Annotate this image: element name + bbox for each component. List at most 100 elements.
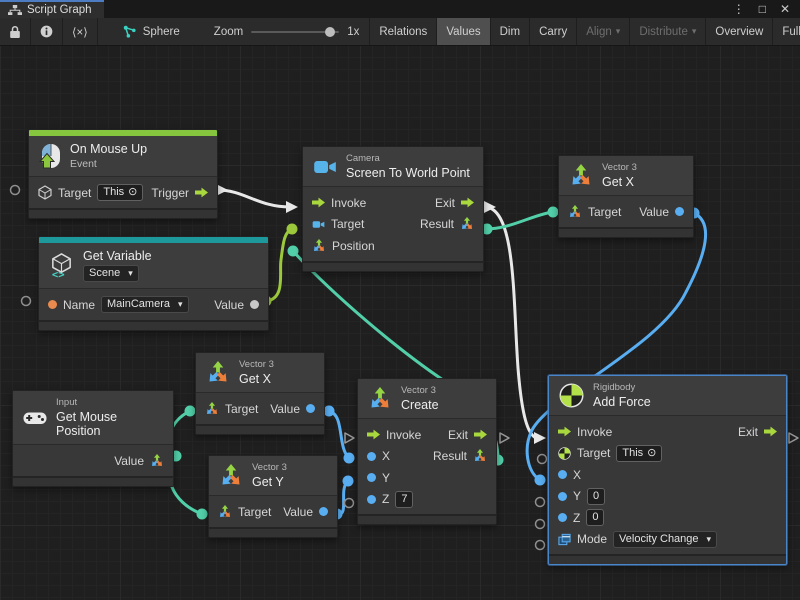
vector3-icon[interactable] bbox=[460, 217, 474, 231]
variable-strip bbox=[39, 237, 268, 243]
overview-button[interactable]: Overview bbox=[705, 18, 772, 45]
distribute-dropdown[interactable]: Distribute▾ bbox=[629, 18, 705, 45]
variable-name-dropdown[interactable]: MainCamera▾ bbox=[101, 296, 189, 314]
node-create-vector3[interactable]: Vector 3 Create Invoke Exit X Result Y Z… bbox=[357, 378, 497, 525]
align-dropdown[interactable]: Align▾ bbox=[576, 18, 629, 45]
x-label: X bbox=[573, 467, 582, 482]
x-port[interactable] bbox=[558, 470, 567, 480]
lock-icon bbox=[9, 25, 21, 39]
node-title: Create bbox=[401, 398, 439, 412]
result-label: Result bbox=[432, 449, 467, 464]
value-port[interactable] bbox=[306, 404, 315, 414]
maximize-icon[interactable]: □ bbox=[758, 2, 766, 16]
node-screen-to-world-point[interactable]: Camera Screen To World Point Invoke Exit… bbox=[302, 146, 484, 272]
distribute-label: Distribute bbox=[639, 25, 688, 38]
flow-arrow-icon[interactable] bbox=[474, 428, 487, 441]
z-port[interactable] bbox=[367, 494, 376, 504]
y-port[interactable] bbox=[367, 473, 376, 483]
name-label: Name bbox=[63, 297, 96, 312]
relations-label: Relations bbox=[379, 25, 428, 38]
node-get-y[interactable]: Vector 3 Get Y Target Value bbox=[208, 455, 338, 538]
x-port[interactable] bbox=[367, 451, 376, 461]
code-button[interactable]: ⟨×⟩ bbox=[63, 18, 98, 45]
vector3-icon[interactable] bbox=[312, 238, 326, 253]
flow-arrow-icon[interactable] bbox=[195, 186, 208, 199]
svg-text:<>: <> bbox=[52, 269, 65, 278]
vector3-icon[interactable] bbox=[568, 204, 582, 219]
zoom-label: Zoom bbox=[213, 25, 244, 38]
vector3-icon bbox=[219, 463, 243, 488]
zoom-slider[interactable] bbox=[251, 26, 340, 37]
node-get-mouse-position[interactable]: Input Get Mouse Position Value bbox=[12, 390, 174, 487]
z-port[interactable] bbox=[558, 513, 567, 523]
vector3-icon[interactable] bbox=[150, 453, 164, 468]
close-icon[interactable]: ✕ bbox=[779, 2, 790, 16]
node-add-force[interactable]: Rigidbody Add Force Invoke Exit Target T… bbox=[548, 375, 787, 565]
node-category: Vector 3 bbox=[239, 359, 274, 370]
event-strip bbox=[29, 130, 217, 136]
trigger-label: Trigger bbox=[151, 185, 189, 200]
target-label: Target bbox=[225, 401, 259, 416]
flow-arrow-icon[interactable] bbox=[367, 428, 380, 441]
z-value-field[interactable]: 0 bbox=[586, 509, 605, 527]
value-label: Value bbox=[639, 204, 669, 219]
position-label: Position bbox=[332, 238, 375, 253]
vector3-icon[interactable] bbox=[205, 401, 219, 416]
menu-icon[interactable]: ⋮ bbox=[732, 2, 745, 16]
chevron-down-icon: ▾ bbox=[706, 533, 712, 544]
object-picker-icon[interactable]: ⊙ bbox=[128, 186, 138, 199]
graph-object-button[interactable]: Sphere bbox=[98, 18, 192, 45]
carry-button[interactable]: Carry bbox=[529, 18, 576, 45]
full-screen-button[interactable]: Full Screen bbox=[772, 18, 800, 45]
node-footer bbox=[39, 319, 268, 330]
tab-script-graph[interactable]: Script Graph bbox=[0, 0, 104, 18]
name-port[interactable] bbox=[48, 300, 57, 310]
target-field[interactable]: This⊙ bbox=[97, 184, 144, 202]
node-footer bbox=[358, 514, 496, 524]
flow-arrow-icon[interactable] bbox=[558, 425, 571, 438]
node-footer bbox=[29, 207, 217, 218]
node-get-variable[interactable]: <> Get Variable Scene▾ Name MainCamera▾ … bbox=[38, 236, 269, 331]
z-value-field[interactable]: 7 bbox=[395, 490, 414, 508]
flow-arrow-icon[interactable] bbox=[312, 196, 325, 209]
z-label: Z bbox=[573, 510, 581, 525]
invoke-label: Invoke bbox=[577, 424, 613, 439]
zoom-slider-knob[interactable] bbox=[325, 26, 336, 37]
relations-button[interactable]: Relations bbox=[369, 18, 436, 45]
target-field[interactable]: This⊙ bbox=[616, 444, 663, 462]
flow-arrow-icon[interactable] bbox=[461, 196, 474, 209]
node-footer bbox=[303, 260, 483, 271]
rigidbody-icon bbox=[559, 383, 584, 408]
vector3-icon[interactable] bbox=[473, 449, 487, 463]
variable-scope-dropdown[interactable]: Scene▾ bbox=[83, 265, 139, 282]
info-button[interactable] bbox=[31, 18, 63, 45]
values-button[interactable]: Values bbox=[436, 18, 490, 45]
y-port[interactable] bbox=[558, 491, 567, 501]
y-value-field[interactable]: 0 bbox=[587, 487, 606, 505]
node-on-mouse-up[interactable]: On Mouse Up Event Target This⊙ Trigger bbox=[28, 129, 218, 219]
vector3-icon[interactable] bbox=[218, 504, 232, 519]
gameobject-icon bbox=[38, 185, 52, 200]
dim-button[interactable]: Dim bbox=[489, 18, 529, 45]
flow-arrow-icon[interactable] bbox=[764, 425, 777, 438]
empty-ports[interactable] bbox=[9, 184, 799, 551]
node-title: Add Force bbox=[593, 395, 651, 409]
lock-button[interactable] bbox=[0, 18, 31, 45]
value-port[interactable] bbox=[675, 207, 684, 217]
chevron-down-icon: ▾ bbox=[615, 26, 621, 36]
z-label: Z bbox=[382, 492, 390, 507]
node-get-x-mid[interactable]: Vector 3 Get X Target Value bbox=[195, 352, 325, 435]
node-category: Rigidbody bbox=[593, 382, 636, 393]
zoom-value: 1x bbox=[347, 25, 360, 38]
code-icon: ⟨×⟩ bbox=[72, 26, 88, 39]
node-get-x-top[interactable]: Vector 3 Get X Target Value bbox=[558, 155, 694, 238]
value-port[interactable] bbox=[319, 507, 328, 517]
object-picker-icon[interactable]: ⊙ bbox=[647, 446, 657, 459]
camera-icon bbox=[312, 218, 325, 231]
value-port[interactable] bbox=[250, 300, 259, 310]
vector3-icon bbox=[206, 360, 230, 385]
exit-label: Exit bbox=[737, 424, 758, 439]
mode-dropdown[interactable]: Velocity Change▾ bbox=[613, 530, 718, 548]
node-category: Vector 3 bbox=[252, 462, 287, 473]
node-title: Get Mouse Position bbox=[56, 410, 118, 438]
